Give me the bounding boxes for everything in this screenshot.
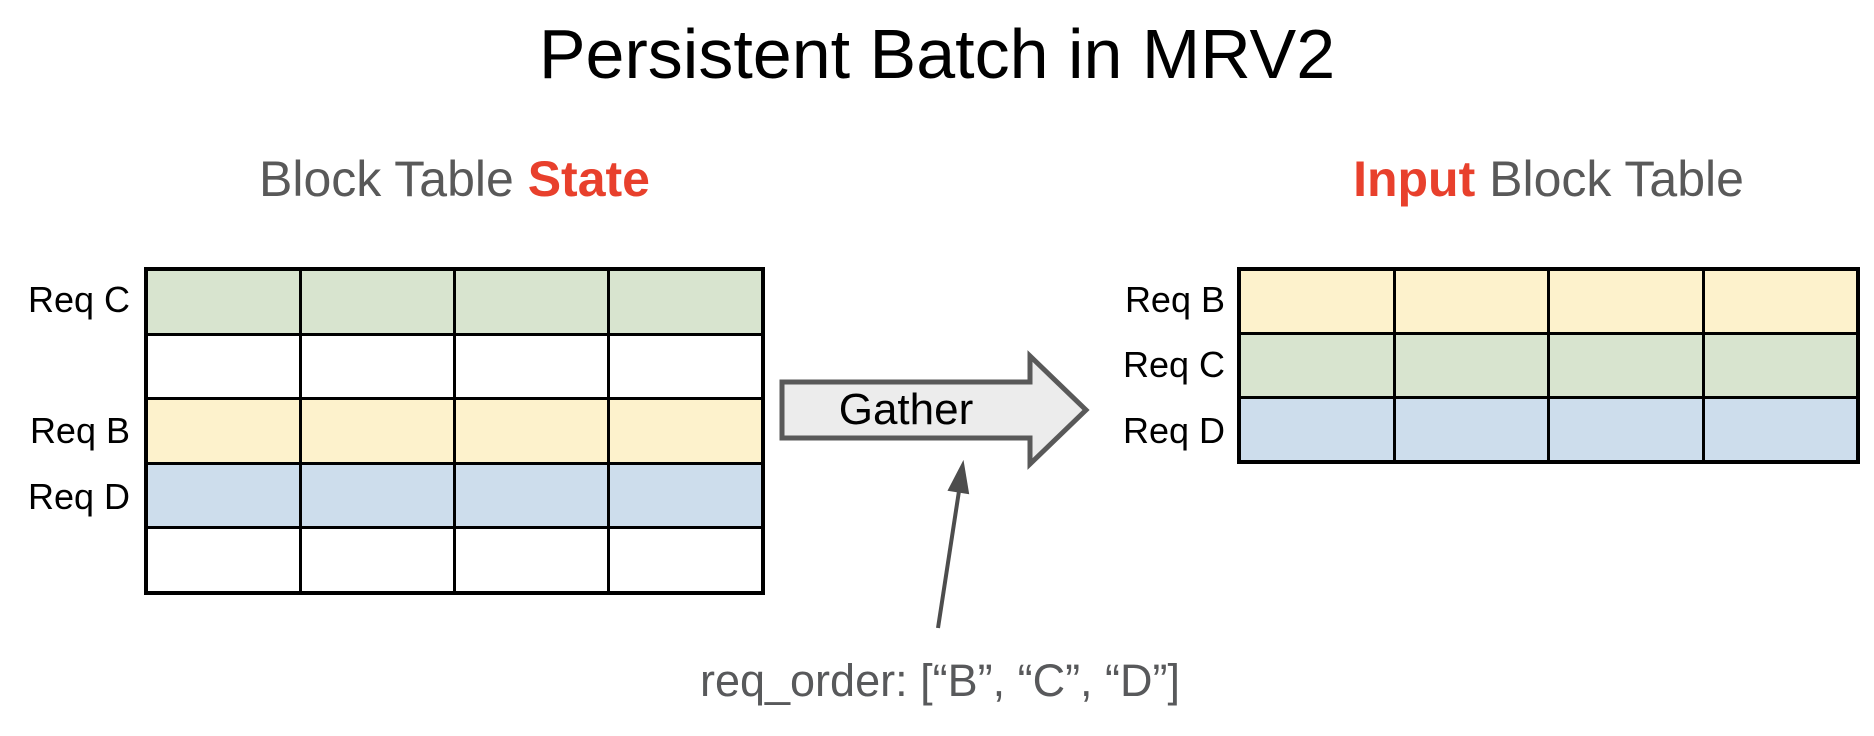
block-cell-white: [456, 335, 607, 398]
req-order-annotation: req_order: [“B”, “C”, “D”]: [699, 655, 1181, 706]
diagram-title: Persistent Batch in MRV2: [538, 15, 1336, 93]
block-cell-blue: [1704, 399, 1856, 460]
block-cell-green: [302, 271, 453, 333]
block-cell-green: [148, 271, 299, 333]
block-cell-blue: [1395, 399, 1547, 460]
block-cell-blue: [1241, 399, 1393, 460]
block-cell-yellow: [1241, 271, 1393, 332]
row-label: Req B: [29, 409, 130, 451]
block-cell-yellow: [610, 400, 761, 462]
gather-arrow-label: Gather: [838, 385, 974, 434]
left-heading-normal: Block Table: [259, 151, 528, 207]
block-cell-green: [610, 271, 761, 333]
gather-arrow-shape: [779, 350, 1090, 470]
block-cell-green: [1550, 335, 1702, 396]
block-cell-yellow: [1395, 271, 1547, 332]
block-cell-white: [148, 335, 299, 398]
block-cell-white: [610, 335, 761, 398]
block-cell-white: [148, 529, 299, 591]
block-cell-yellow: [148, 400, 299, 462]
row-label: Req D: [27, 475, 130, 517]
left-heading-highlight: State: [527, 151, 650, 207]
input-table-row-labels: Req B Req C Req D: [1040, 267, 1225, 464]
state-table-row-labels: Req C Req B Req D: [0, 267, 130, 595]
annotation-pointer-arrow-icon: [936, 459, 970, 629]
row-label: Req C: [27, 278, 130, 320]
right-table-heading: Input Block Table: [1237, 150, 1860, 208]
input-block-table-grid: [1237, 267, 1860, 464]
right-heading-normal: Block Table: [1475, 151, 1744, 207]
row-label: Req D: [1122, 410, 1225, 452]
block-cell-green: [456, 271, 607, 333]
block-cell-white: [302, 335, 453, 398]
block-cell-yellow: [456, 400, 607, 462]
block-cell-green: [1241, 335, 1393, 396]
row-label: [0, 333, 130, 399]
left-table-heading: Block Table State: [144, 150, 765, 208]
block-table-state-grid: [144, 267, 765, 595]
block-cell-white: [302, 529, 453, 591]
block-cell-green: [1704, 335, 1856, 396]
row-label: [0, 529, 130, 595]
block-cell-blue: [610, 464, 761, 527]
block-cell-white: [456, 529, 607, 591]
block-cell-yellow: [1550, 271, 1702, 332]
row-label: Req C: [1122, 344, 1225, 386]
row-label: Req B: [1124, 278, 1225, 320]
gather-arrow-icon: [779, 350, 1090, 470]
block-cell-blue: [1550, 399, 1702, 460]
block-cell-blue: [148, 464, 299, 527]
block-cell-blue: [302, 464, 453, 527]
block-cell-yellow: [1704, 271, 1856, 332]
block-cell-green: [1395, 335, 1547, 396]
block-cell-blue: [456, 464, 607, 527]
block-cell-white: [610, 529, 761, 591]
right-heading-highlight: Input: [1353, 151, 1476, 207]
block-cell-yellow: [302, 400, 453, 462]
